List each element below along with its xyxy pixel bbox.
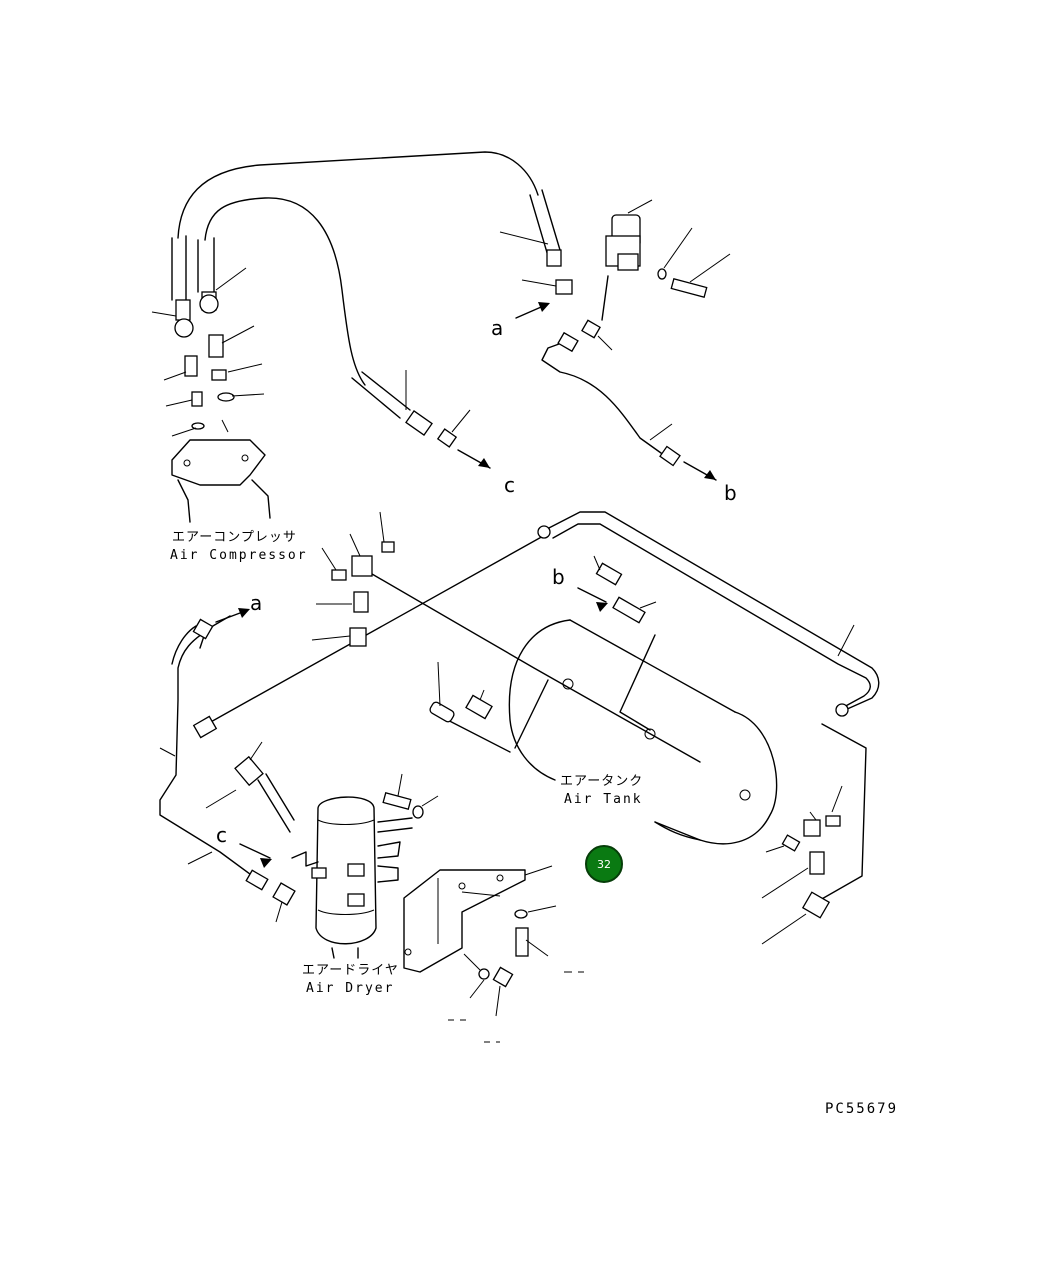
drawing-code: PC55679: [825, 1101, 898, 1117]
mounting-bracket: [403, 865, 584, 1043]
air-tank: [429, 555, 843, 945]
tee-fittings: [159, 511, 395, 881]
callout-badge[interactable]: 32: [585, 845, 623, 883]
air-dryer-jp-label: エアードライヤ: [302, 963, 399, 978]
compressor-hoses: [151, 151, 539, 437]
air-tank-label: Air Tank: [564, 792, 643, 807]
marker-b-tank: b: [552, 565, 565, 589]
marker-a-left: a: [250, 591, 262, 615]
marker-c-top: c: [504, 473, 515, 497]
air-compressor: [171, 439, 271, 523]
marker-b-top: b: [724, 481, 737, 505]
hose-end-c: [351, 370, 491, 469]
main-air-lines: [199, 511, 880, 901]
marker-c-left: c: [216, 823, 227, 847]
callout-badge-number: 32: [597, 857, 611, 871]
marker-a-top: a: [491, 316, 503, 340]
air-dryer: [187, 741, 439, 959]
air-compressor-jp-label: エアーコンプレッサ: [172, 530, 297, 545]
air-compressor-label: Air Compressor: [170, 548, 308, 563]
air-tank-jp-label: エアータンク: [560, 774, 643, 789]
air-dryer-label: Air Dryer: [306, 981, 394, 996]
governor-valve-group: [499, 189, 731, 481]
